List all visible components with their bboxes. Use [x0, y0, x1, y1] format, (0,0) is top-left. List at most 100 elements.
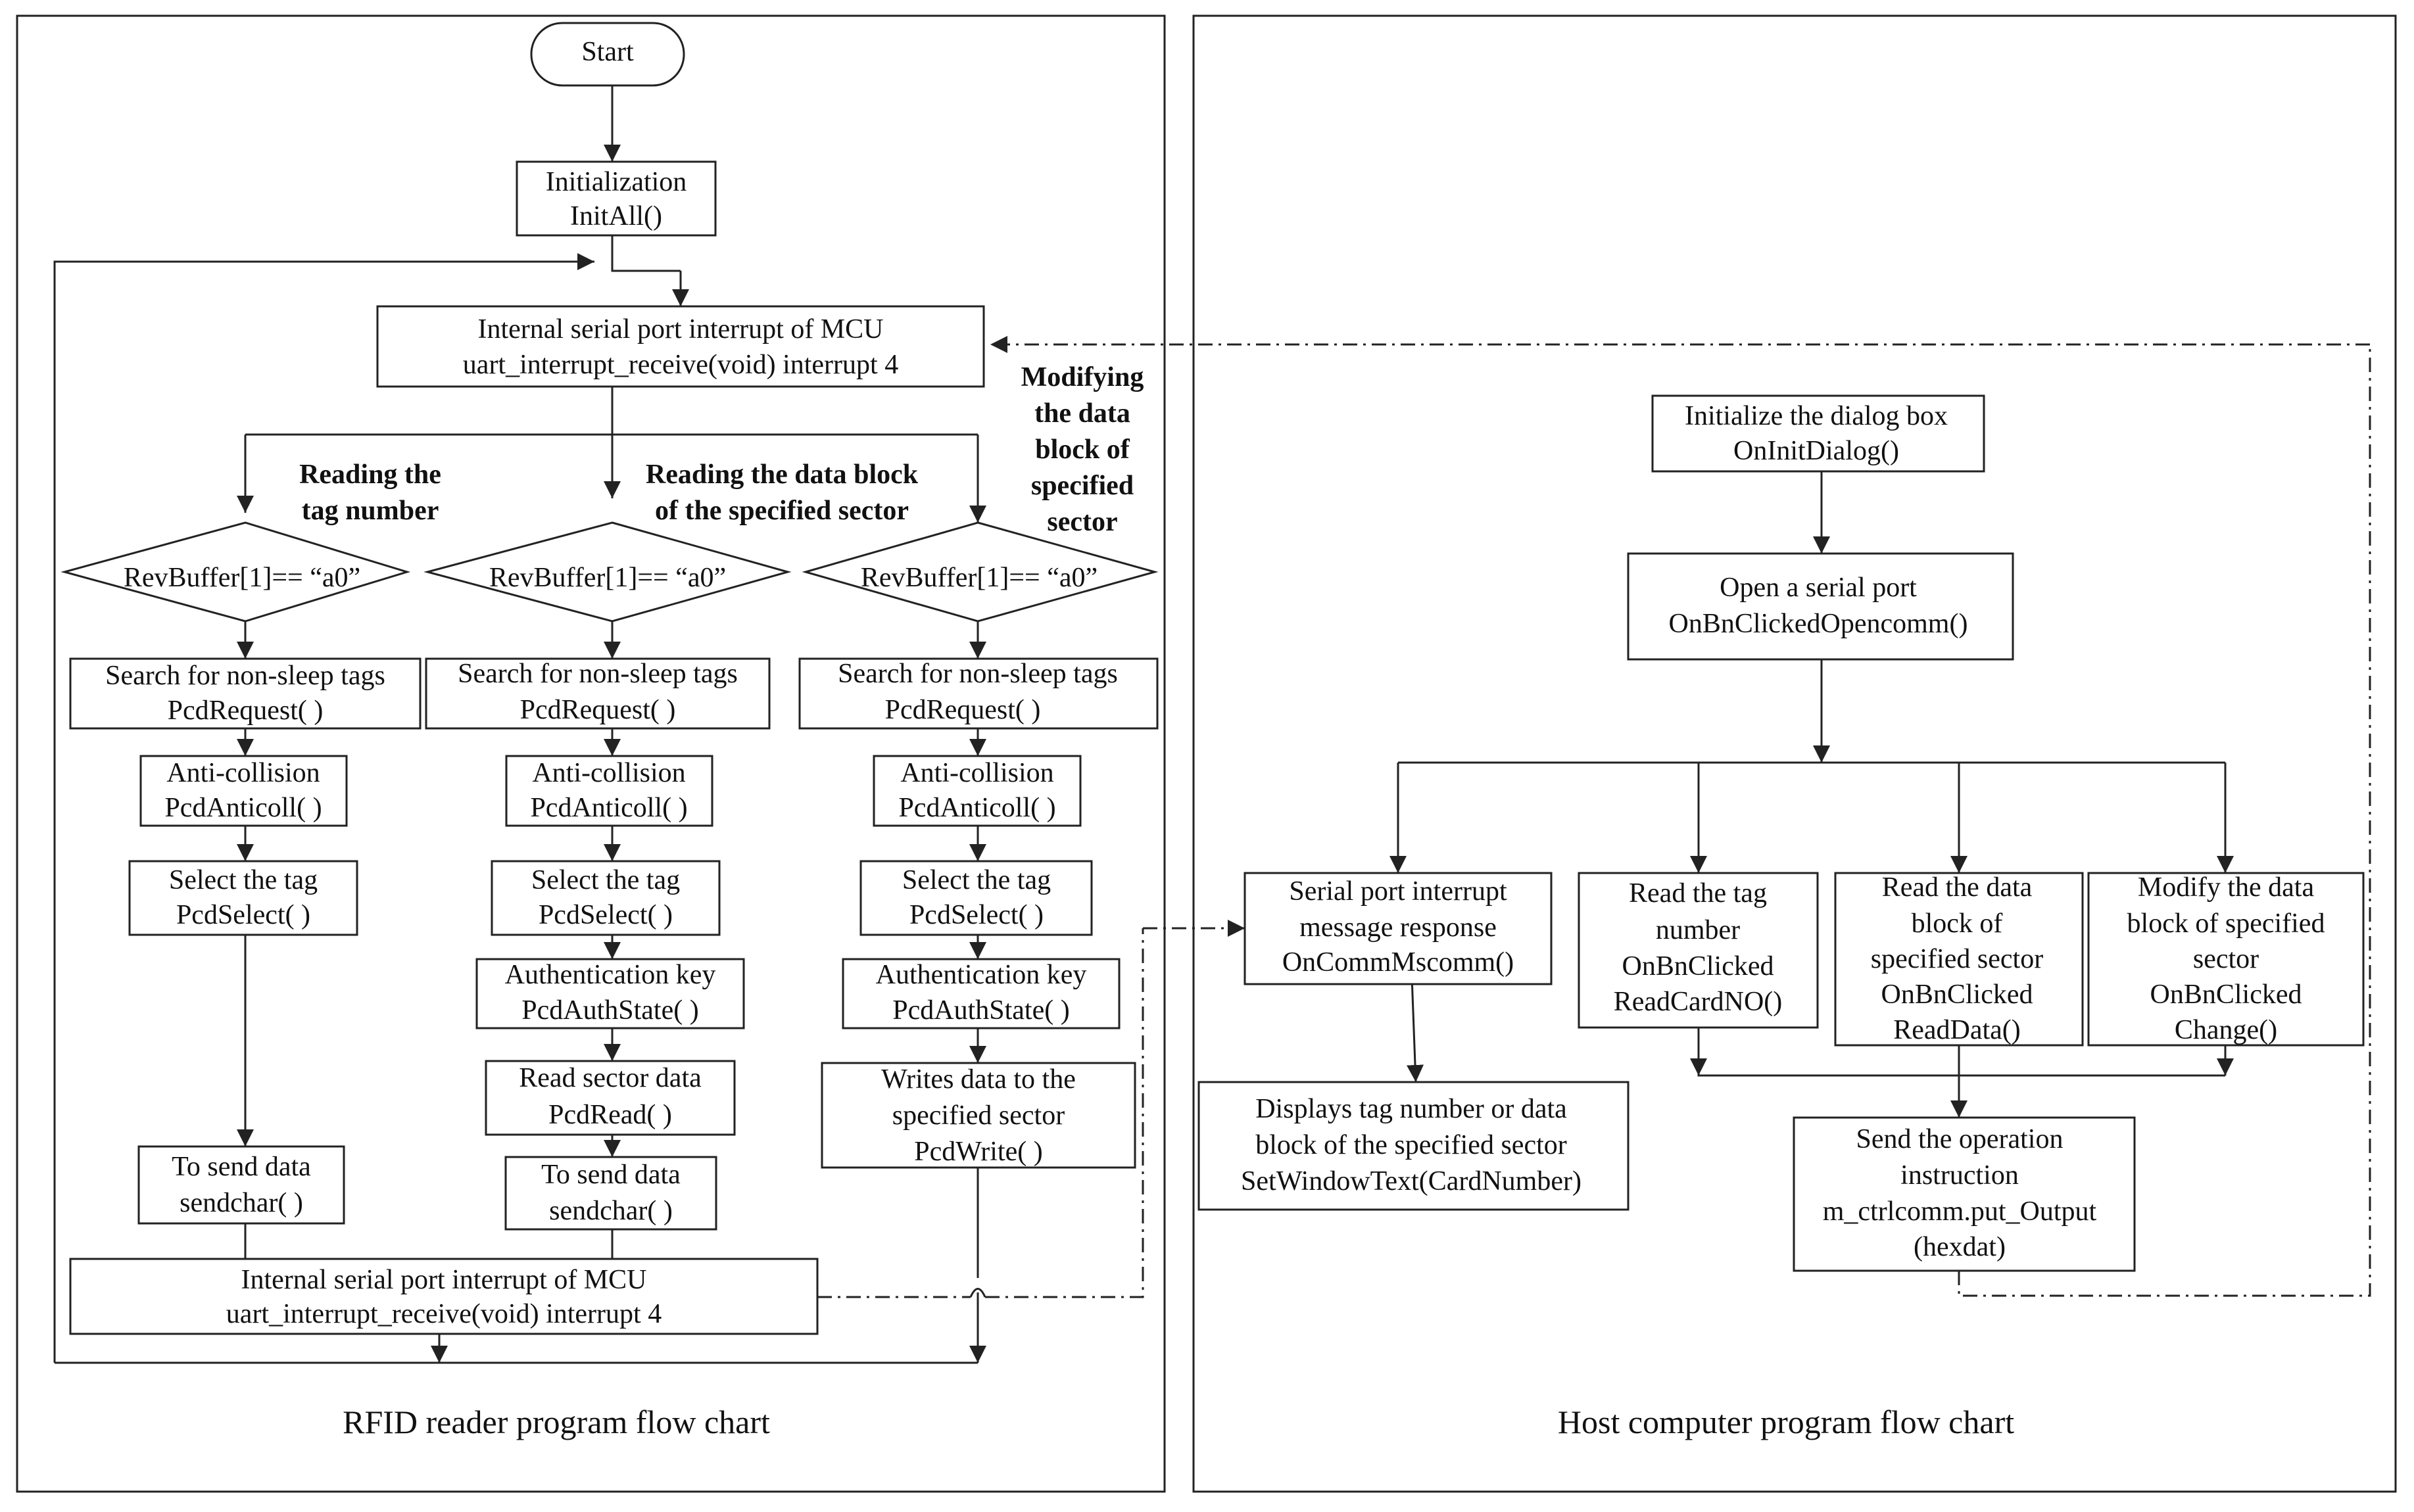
- read-tag-box: [1578, 872, 1819, 1029]
- branch-label-read-2: of the specified sector: [655, 496, 909, 526]
- uart-bottom-line-2: uart_interrupt_receive(void) interrupt 4: [226, 1299, 662, 1329]
- col2-read-box: [485, 1060, 736, 1136]
- col2-search-line-1: Search for non-sleep tags: [458, 659, 738, 689]
- modify-data-line-4: OnBnClicked: [2150, 980, 2302, 1010]
- col2-read-line-1: Read sector data: [519, 1063, 702, 1093]
- read-data-line-2: block of: [1912, 909, 2003, 939]
- read-data-line-4: OnBnClicked: [1881, 980, 2033, 1010]
- col1-condition-diamond: [60, 521, 411, 623]
- branch-label-modify-1: Modifying: [1021, 362, 1144, 392]
- init-dialog-box: [1651, 394, 1985, 473]
- open-port-line-1: Open a serial port: [1720, 573, 1917, 603]
- col2-anticoll-box: [505, 755, 713, 827]
- col1-anticoll-line-2: PcdAnticoll( ): [164, 793, 322, 823]
- read-data-line-3: specified sector: [1871, 944, 2043, 974]
- modify-data-line-2: block of specified: [2127, 909, 2325, 939]
- read-tag-line-1: Read the tag: [1629, 878, 1767, 909]
- display-line-2: block of the specified sector: [1255, 1130, 1566, 1160]
- serial-response-line-3: OnCommMscomm(): [1282, 947, 1514, 978]
- col2-anticoll-line-1: Anti-collision: [532, 758, 685, 788]
- col2-condition-label: RevBuffer[1]== “a0”: [489, 563, 726, 593]
- serial-response-line-1: Serial port interrupt: [1289, 876, 1507, 907]
- col2-send-line-1: To send data: [541, 1160, 681, 1190]
- start-terminator: [530, 22, 685, 87]
- col1-select-line-1: Select the tag: [169, 865, 318, 895]
- send-instruction-line-4: (hexdat): [1914, 1232, 2006, 1262]
- col3-anticoll-line-1: Anti-collision: [900, 758, 1053, 788]
- col2-auth-line-2: PcdAuthState( ): [521, 995, 698, 1026]
- col1-send-line-2: sendchar( ): [180, 1188, 303, 1218]
- col3-write-line-1: Writes data to the: [881, 1064, 1076, 1095]
- branch-label-tag-1: Reading the: [299, 460, 441, 490]
- col1-anticoll-line-1: Anti-collision: [166, 758, 320, 788]
- init-dialog-line-1: Initialize the dialog box: [1685, 401, 1948, 431]
- col2-send-line-2: sendchar( ): [549, 1196, 673, 1226]
- col1-select-line-2: PcdSelect( ): [176, 900, 310, 930]
- col3-auth-line-2: PcdAuthState( ): [892, 995, 1069, 1026]
- start-label: Start: [581, 37, 634, 67]
- branch-label-modify-3: block of: [1035, 435, 1130, 465]
- col3-write-box: [821, 1062, 1136, 1169]
- host-flowchart: [1197, 394, 2365, 1272]
- read-tag-line-3: OnBnClicked: [1622, 951, 1774, 981]
- col2-search-box: [425, 657, 771, 730]
- branch-label-read-1: Reading the data block: [646, 460, 919, 490]
- col2-select-line-1: Select the tag: [531, 865, 680, 895]
- open-port-box: [1627, 552, 2014, 661]
- col2-condition-diamond: [423, 521, 792, 623]
- serial-response-line-2: message response: [1299, 912, 1497, 943]
- cross-link-lines: [817, 336, 2371, 1298]
- branch-label-modify-5: sector: [1047, 507, 1117, 537]
- col3-search-line-1: Search for non-sleep tags: [838, 659, 1118, 689]
- send-instruction-line-3: m_ctrlcomm.put_Output: [1823, 1196, 2097, 1227]
- col3-search-box: [798, 657, 1159, 730]
- rfid-panel-frame: [16, 14, 1166, 1493]
- read-data-line-5: ReadData(): [1893, 1015, 2021, 1045]
- col2-select-line-2: PcdSelect( ): [539, 900, 673, 930]
- col2-read-line-2: PcdRead( ): [548, 1100, 672, 1130]
- uart-line-2: uart_interrupt_receive(void) interrupt 4: [463, 350, 898, 380]
- modify-data-line-5: Change(): [2175, 1015, 2277, 1045]
- col3-select-box: [859, 860, 1093, 936]
- col3-anticoll-box: [873, 755, 1082, 827]
- host-caption: Host computer program flow chart: [1558, 1404, 2014, 1440]
- col3-anticoll-line-2: PcdAnticoll( ): [898, 793, 1055, 823]
- rfid-flowchart: [60, 22, 1159, 1335]
- uart-box: [376, 305, 985, 388]
- display-line-1: Displays tag number or data: [1255, 1094, 1567, 1124]
- read-data-box: [1834, 872, 2084, 1047]
- col3-auth-line-1: Authentication key: [876, 960, 1087, 990]
- uart-line-1: Internal serial port interrupt of MCU: [478, 314, 884, 344]
- read-data-line-1: Read the data: [1882, 872, 2033, 903]
- col3-select-line-1: Select the tag: [902, 865, 1051, 895]
- host-text: Initialize the dialog box OnInitDialog()…: [1241, 401, 2325, 1440]
- col1-search-box: [69, 657, 422, 730]
- col1-search-line-1: Search for non-sleep tags: [105, 661, 385, 691]
- col3-write-line-2: specified sector: [892, 1100, 1065, 1131]
- col3-condition-diamond: [802, 521, 1159, 623]
- modify-data-line-3: sector: [2193, 944, 2259, 974]
- init-line-2: InitAll(): [570, 201, 662, 231]
- col2-auth-box: [475, 958, 745, 1029]
- rfid-connectors: [53, 85, 986, 1364]
- modify-data-box: [2087, 872, 2365, 1047]
- open-port-line-2: OnBnClickedOpencomm(): [1669, 609, 1968, 639]
- branch-label-tag-2: tag number: [302, 496, 439, 526]
- uart-bottom-line-1: Internal serial port interrupt of MCU: [241, 1265, 647, 1295]
- init-line-1: Initialization: [546, 167, 687, 197]
- serial-response-box: [1243, 872, 1553, 985]
- branch-label-modify-4: specified: [1031, 471, 1134, 501]
- modify-data-line-1: Modify the data: [2138, 872, 2315, 903]
- col1-select-box: [128, 860, 358, 936]
- col3-auth-box: [842, 958, 1121, 1029]
- col2-search-line-2: PcdRequest( ): [520, 695, 676, 725]
- display-box: [1197, 1081, 1629, 1211]
- col2-auth-line-1: Authentication key: [505, 960, 716, 990]
- branch-label-modify-2: the data: [1034, 398, 1130, 429]
- send-instruction-line-2: instruction: [1900, 1160, 2019, 1191]
- display-line-3: SetWindowText(CardNumber): [1241, 1166, 1581, 1196]
- col2-anticoll-line-2: PcdAnticoll( ): [530, 793, 687, 823]
- rfid-text: Start Initialization InitAll() Internal …: [105, 37, 1144, 1440]
